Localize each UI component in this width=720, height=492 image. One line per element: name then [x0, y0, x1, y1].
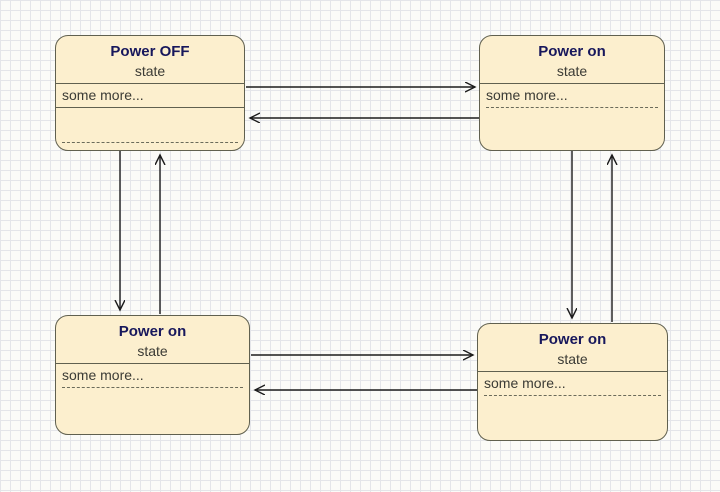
state-subtitle: state: [557, 351, 588, 368]
compartment-divider: [56, 107, 244, 109]
state-empty-compartment: [480, 108, 664, 150]
state-header: Power on state: [480, 36, 664, 83]
state-detail-text: some more...: [486, 87, 568, 104]
state-node-power-on-bottom-right[interactable]: Power on state some more...: [477, 323, 668, 441]
state-empty-compartment: [478, 396, 667, 440]
dashed-divider: [485, 107, 659, 109]
dashed-divider: [483, 395, 662, 397]
state-header: Power OFF state: [56, 36, 244, 83]
dashed-divider: [61, 142, 239, 143]
compartment-divider: [478, 371, 667, 373]
state-title: Power on: [538, 331, 607, 348]
state-header: Power on state: [56, 316, 249, 363]
state-node-power-on-top-right[interactable]: Power on state some more...: [479, 35, 665, 151]
compartment-divider: [56, 83, 244, 85]
state-bottom-pad: [56, 143, 244, 150]
compartment-divider: [480, 83, 664, 85]
state-node-power-on-bottom-left[interactable]: Power on state some more...: [55, 315, 250, 435]
state-node-power-off[interactable]: Power OFF state some more...: [55, 35, 245, 151]
state-detail-text: some more...: [484, 375, 566, 392]
state-title: Power on: [118, 323, 187, 340]
state-header: Power on state: [478, 324, 667, 371]
state-subtitle: state: [134, 63, 166, 80]
compartment-divider: [56, 363, 249, 365]
state-detail-text: some more...: [62, 87, 144, 104]
state-empty-compartment: [56, 388, 249, 434]
state-subtitle: state: [137, 343, 168, 360]
state-empty-compartment: [56, 108, 244, 142]
dashed-divider: [61, 387, 244, 389]
state-subtitle: state: [556, 63, 588, 80]
state-detail-text: some more...: [62, 367, 144, 384]
state-title: Power OFF: [110, 43, 190, 60]
state-title: Power on: [538, 43, 606, 60]
